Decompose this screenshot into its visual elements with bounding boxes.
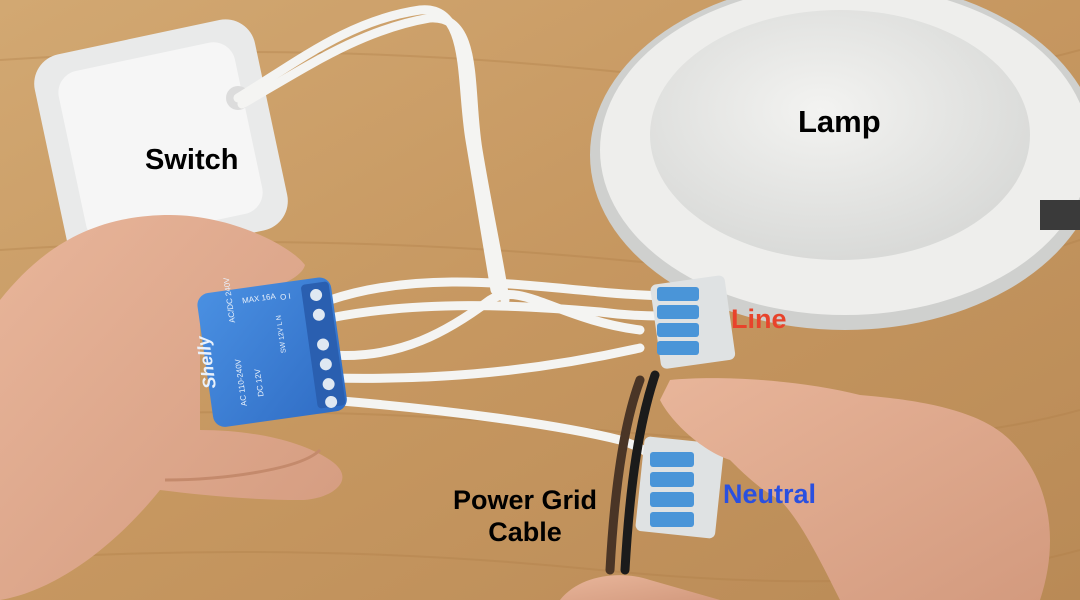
label-power-grid-line2: Cable (488, 517, 562, 548)
label-power-grid-line1: Power Grid (452, 485, 598, 515)
label-power-grid-cable: Power Grid Cable (440, 484, 610, 549)
right-hand (560, 378, 1050, 600)
power-grid-cable (605, 370, 660, 575)
label-neutral: Neutral (723, 479, 817, 509)
label-switch: Switch (145, 144, 239, 176)
label-lamp: Lamp (798, 104, 881, 139)
white-wires (233, 5, 665, 460)
wago-connector-neutral (635, 436, 724, 539)
lamp (590, 0, 1080, 330)
wall-switch (34, 19, 288, 266)
wago-connector-line (650, 275, 736, 369)
label-line: Line (731, 304, 787, 334)
shelly-relay-module (197, 277, 347, 427)
left-hand (0, 215, 343, 600)
